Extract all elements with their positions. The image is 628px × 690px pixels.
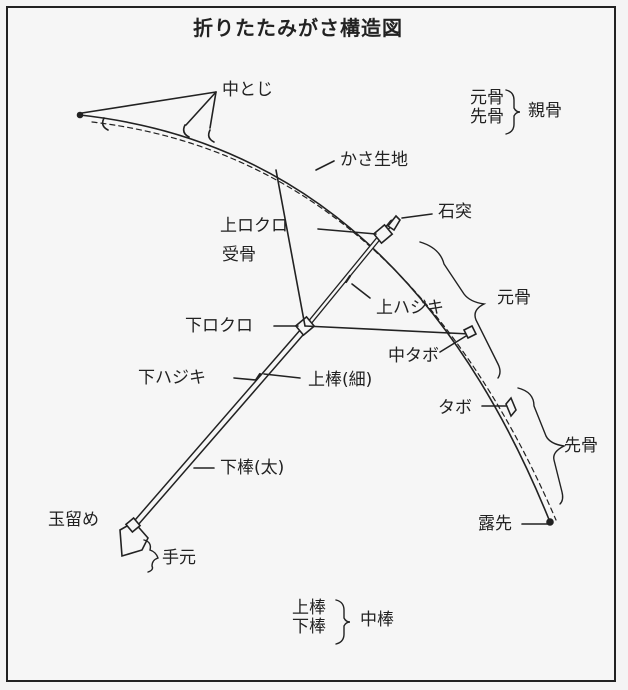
label-motobone-side: 元骨 bbox=[497, 288, 531, 308]
naka-tabo-pointer bbox=[439, 335, 467, 353]
legend-oyabone-item-1: 元骨 bbox=[470, 88, 504, 108]
label-tsuyusaki: 露先 bbox=[478, 514, 512, 534]
legend-nakabou-item-2: 下棒 bbox=[292, 617, 326, 637]
ue-rokuro-pointer bbox=[317, 228, 377, 235]
main-rib bbox=[79, 114, 551, 523]
label-kasa-kiji: かさ生地 bbox=[340, 150, 408, 170]
label-naka-toji: 中とじ bbox=[222, 80, 273, 100]
canopy-fabric-dashed bbox=[91, 121, 557, 521]
ue-hajiki-pointer bbox=[351, 283, 371, 299]
label-ue-bou-hoso: 上棒(細) bbox=[308, 370, 373, 390]
ue-hajiki-spring bbox=[344, 274, 352, 284]
rib-tip-start bbox=[76, 111, 84, 119]
label-sekitotsu: 石突 bbox=[438, 202, 472, 222]
naka-toji-pointer-3 bbox=[209, 91, 217, 129]
shita-hajiki-pointer bbox=[233, 377, 257, 381]
tamadome-bead bbox=[124, 516, 142, 534]
legend-oyabone-item-2: 先骨 bbox=[470, 107, 504, 127]
oyabone-legend-brace bbox=[505, 89, 521, 135]
shaft-upper-inner bbox=[300, 220, 394, 334]
legend-oyabone-group: 親骨 bbox=[528, 101, 562, 121]
diagram-title: 折りたたみがさ構造図 bbox=[193, 16, 403, 40]
label-shita-rokuro: 下ロクロ bbox=[185, 316, 253, 336]
naka-toji-pointer-1 bbox=[81, 91, 217, 114]
label-ue-rokuro: 上ロクロ bbox=[220, 216, 288, 236]
ue-bou-pointer bbox=[263, 373, 301, 379]
label-sakibone-side: 先骨 bbox=[564, 436, 598, 456]
naka-tabo-joint bbox=[462, 324, 478, 340]
shita-hajiki-spring bbox=[254, 372, 262, 382]
label-tamadome: 玉留め bbox=[48, 510, 99, 530]
temoto-brace bbox=[143, 539, 159, 573]
naka-toji-clip-1 bbox=[101, 117, 109, 131]
legend-nakabou-group: 中棒 bbox=[360, 610, 394, 630]
nakabou-legend-brace bbox=[335, 599, 351, 645]
ukebone-stretcher-2 bbox=[304, 325, 471, 335]
label-temoto: 手元 bbox=[162, 548, 196, 568]
ukebone-stretcher bbox=[275, 169, 306, 327]
naka-toji-pointer-2 bbox=[185, 91, 217, 126]
label-shita-hajiki: 下ハジキ bbox=[138, 368, 206, 388]
ue-rokuro bbox=[372, 223, 394, 245]
label-shita-bou-futo: 下棒(太) bbox=[220, 458, 285, 478]
sekitotsu-pointer bbox=[401, 213, 433, 219]
label-naka-tabo: 中タボ bbox=[388, 346, 439, 366]
motobone-brace bbox=[419, 241, 501, 379]
sekitotsu-tip bbox=[386, 214, 402, 232]
kasa-kiji-pointer bbox=[315, 160, 335, 171]
label-ukebone: 受骨 bbox=[222, 245, 256, 265]
naka-toji-clip-2 bbox=[182, 124, 190, 138]
legend-oyabone-items: 元骨 先骨 bbox=[470, 90, 504, 126]
legend-nakabou-item-1: 上棒 bbox=[292, 598, 326, 618]
naka-toji-clip-3 bbox=[207, 129, 215, 143]
legend-nakabou-items: 上棒 下棒 bbox=[292, 600, 326, 636]
label-ue-hajiki: 上ハジキ bbox=[376, 298, 444, 318]
sakibone-brace bbox=[517, 387, 567, 505]
shaft-lower-inner bbox=[128, 330, 304, 532]
tabo-joint bbox=[505, 396, 517, 418]
label-tabo: タボ bbox=[438, 398, 472, 418]
